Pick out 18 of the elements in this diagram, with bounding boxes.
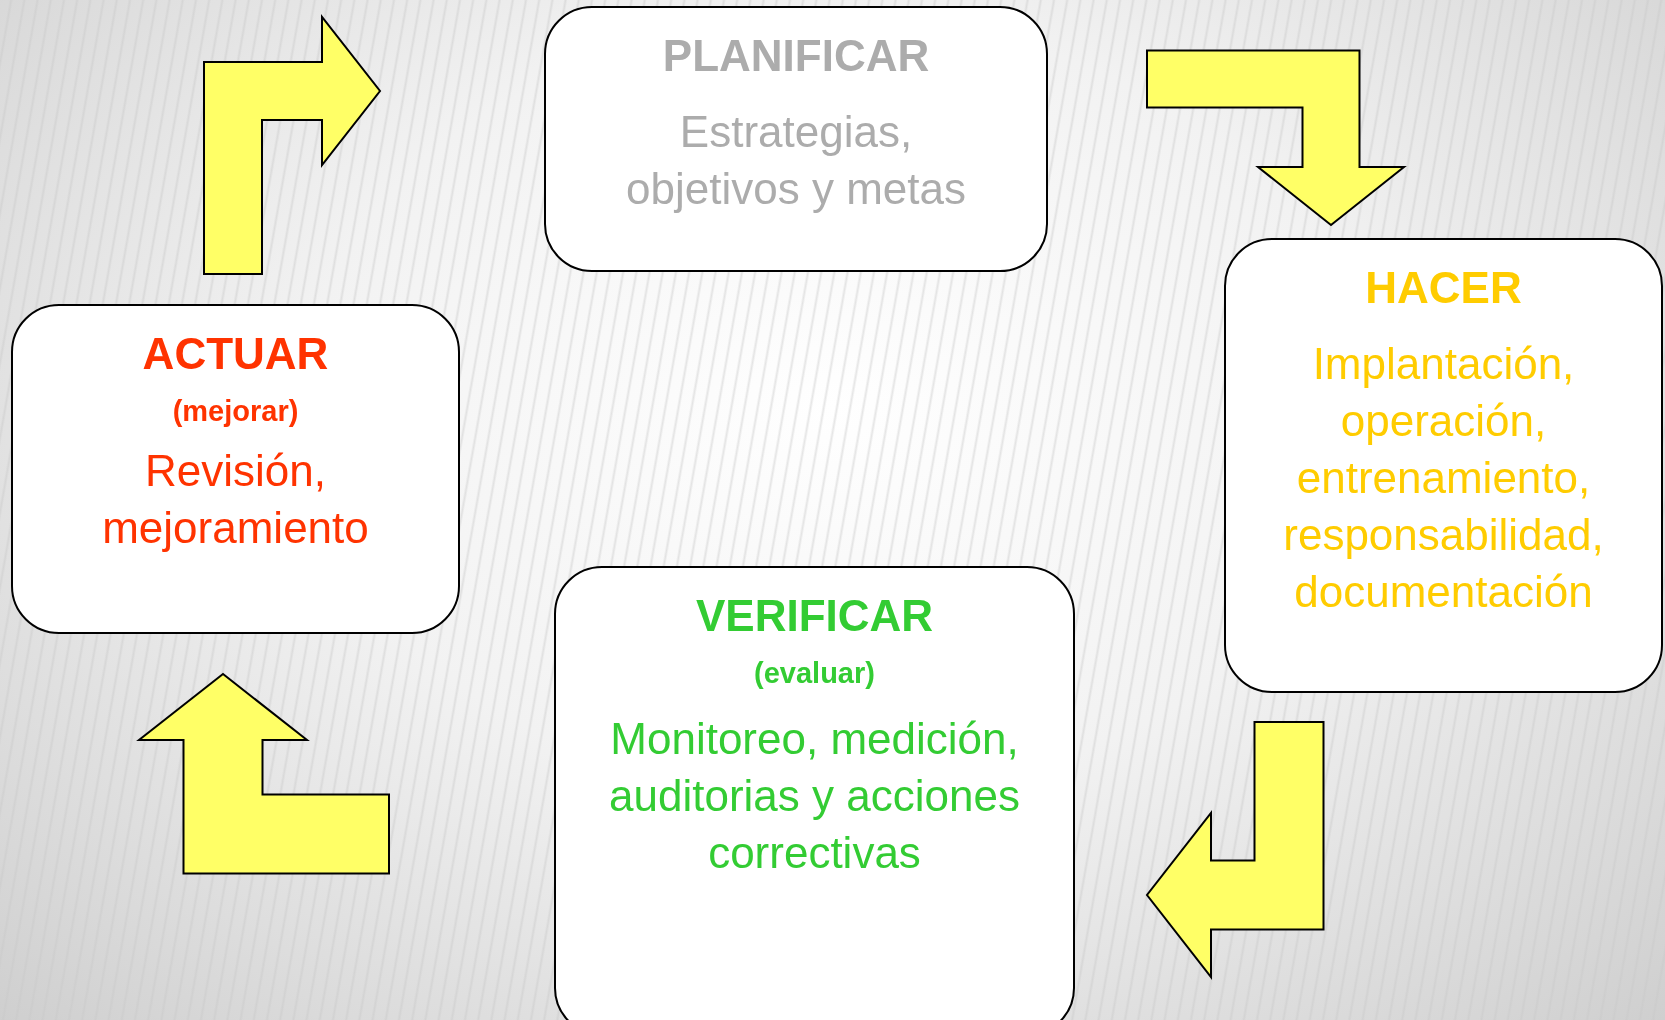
phase-description: Estrategias, objetivos y metas (625, 105, 967, 215)
bent-block-arrow (136, 672, 390, 875)
phase-description: Implantación, operación, entrenamiento, responsabilidad, documentación (1282, 337, 1605, 618)
phase-box (544, 6, 1048, 272)
bent-block-arrow (1145, 721, 1325, 980)
bent-block-arrow (1146, 49, 1407, 227)
phase-title: PLANIFICAR (662, 30, 930, 82)
phase-title: VERIFICAR (695, 590, 934, 642)
phase-box (11, 304, 460, 634)
phase-title: ACTUAR (142, 328, 329, 380)
phase-subtitle: (evaluar) (754, 656, 875, 690)
bent-block-arrow (203, 14, 382, 275)
phase-description: Revisión, mejoramiento (101, 444, 370, 554)
phase-box (554, 566, 1075, 1020)
phase-description: Monitoreo, medición, auditorias y acciones correctivas (608, 712, 1021, 879)
phase-subtitle: (mejorar) (172, 394, 299, 428)
phase-box (1224, 238, 1663, 693)
phase-title: HACER (1365, 262, 1522, 314)
